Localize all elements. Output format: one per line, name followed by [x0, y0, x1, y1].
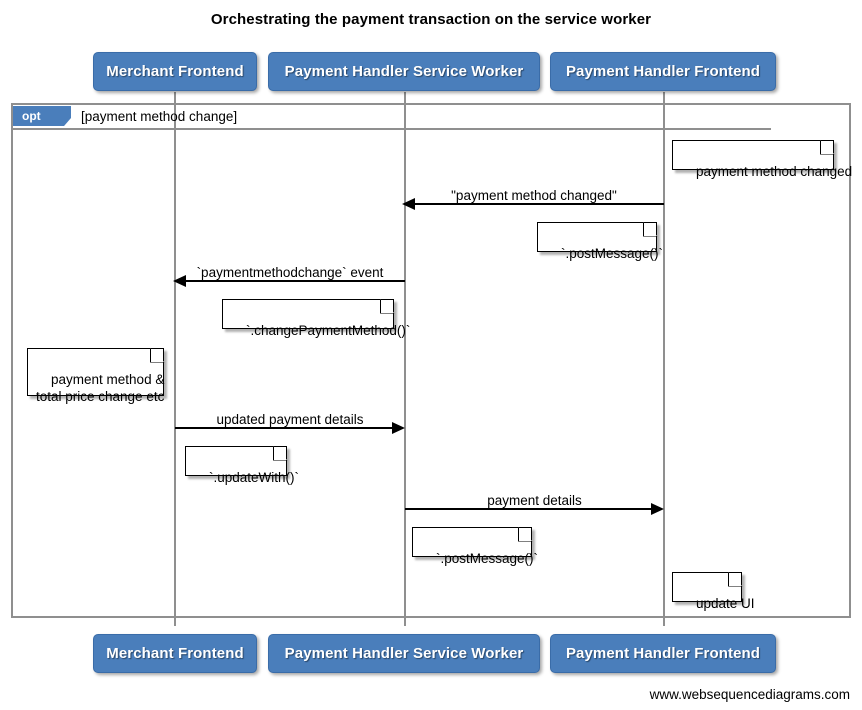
- page-title: Orchestrating the payment transaction on…: [210, 11, 652, 28]
- arrowhead-left-icon: [173, 275, 186, 287]
- message-label-updated-payment-details: updated payment details: [216, 412, 364, 427]
- footer-attribution: www.websequencediagrams.com: [649, 687, 850, 702]
- participant-payment-handler-service-worker-bottom[interactable]: Payment Handler Service Worker: [268, 634, 540, 673]
- note-post-message-1: `.postMessage()`: [537, 222, 663, 261]
- participant-payment-handler-service-worker-top[interactable]: Payment Handler Service Worker: [268, 52, 540, 91]
- arrowhead-right-icon: [392, 422, 405, 434]
- arrowhead-right-icon: [651, 503, 664, 515]
- opt-fragment-tag: opt: [13, 106, 71, 126]
- participant-merchant-frontend-top[interactable]: Merchant Frontend: [93, 52, 257, 91]
- lifeline-payment-handler-service-worker: [404, 92, 406, 626]
- lifeline-payment-handler-frontend: [663, 92, 665, 626]
- note-text: `.updateWith()`: [209, 470, 300, 485]
- note-payment-method-total-price: payment method & total price change etc: [27, 348, 164, 404]
- message-label-payment-details: payment details: [487, 493, 582, 508]
- message-line-payment-details: [405, 508, 652, 510]
- message-line-updated-payment-details: [175, 427, 393, 429]
- opt-fragment-guard: [payment method change]: [81, 109, 238, 124]
- opt-fragment-frame: [11, 103, 851, 618]
- note-text: payment method & total price change etc: [36, 372, 165, 404]
- lifeline-merchant-frontend: [174, 92, 176, 626]
- participant-label: Payment Handler Service Worker: [284, 645, 524, 662]
- note-update-with: `.updateWith()`: [185, 446, 299, 485]
- message-line-payment-method-changed: [414, 203, 664, 205]
- participant-label: Merchant Frontend: [106, 645, 244, 662]
- note-payment-method-changed: payment method changed: [672, 140, 852, 179]
- note-update-ui: update UI: [672, 572, 755, 611]
- participant-label: Merchant Frontend: [106, 63, 244, 80]
- note-change-payment-method: `.changePaymentMethod()`: [222, 299, 410, 338]
- participant-label: Payment Handler Frontend: [565, 63, 761, 80]
- message-line-paymentmethodchange-event: [185, 280, 405, 282]
- message-label-payment-method-changed: "payment method changed": [451, 188, 617, 203]
- participant-label: Payment Handler Frontend: [565, 645, 761, 662]
- note-text: update UI: [696, 596, 755, 611]
- participant-payment-handler-frontend-top[interactable]: Payment Handler Frontend: [550, 52, 776, 91]
- opt-fragment-divider: [11, 128, 771, 130]
- arrowhead-left-icon: [402, 198, 415, 210]
- note-text: `.changePaymentMethod()`: [246, 323, 411, 338]
- participant-label: Payment Handler Service Worker: [284, 63, 524, 80]
- note-text: payment method changed: [696, 164, 853, 179]
- participant-payment-handler-frontend-bottom[interactable]: Payment Handler Frontend: [550, 634, 776, 673]
- note-text: `.postMessage()`: [436, 551, 539, 566]
- note-text: `.postMessage()`: [561, 246, 664, 261]
- participant-merchant-frontend-bottom[interactable]: Merchant Frontend: [93, 634, 257, 673]
- message-label-paymentmethodchange-event: `paymentmethodchange` event: [196, 265, 384, 280]
- note-post-message-2: `.postMessage()`: [412, 527, 538, 566]
